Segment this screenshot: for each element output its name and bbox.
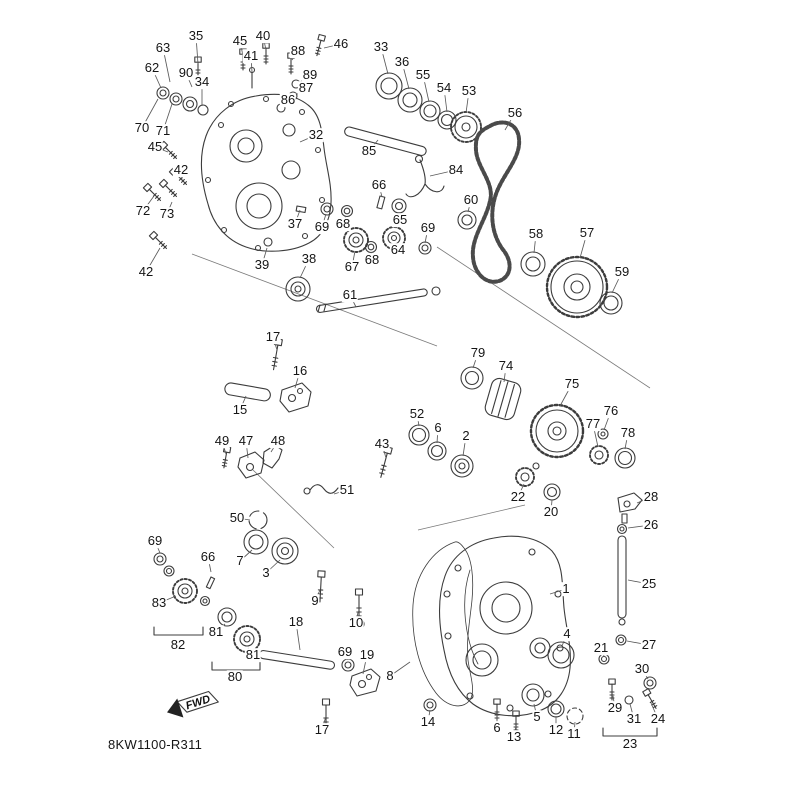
callout-frame-lines (191, 246, 651, 549)
mid-rings-group (376, 424, 474, 479)
bracket-bearing-group (220, 444, 339, 565)
bolt-29 (608, 678, 616, 701)
bolt-17a (269, 338, 283, 371)
bolt-13 (512, 710, 520, 733)
gasket-outline (412, 541, 474, 707)
cover-fasteners-left (142, 56, 209, 252)
bolt-9 (315, 570, 326, 603)
pump-gear-group (515, 462, 561, 501)
fwd-label: FWD (184, 693, 212, 712)
bolt-45a (158, 140, 180, 162)
bolt-73 (158, 178, 180, 200)
cam-chain (470, 120, 522, 284)
dowel-bracket-group (224, 338, 312, 413)
primary-gear-group (520, 251, 623, 319)
bolt-10 (354, 588, 364, 621)
bolt-42b (148, 230, 170, 252)
fwd-arrow: FWD (167, 690, 219, 718)
bolt-43 (376, 445, 393, 479)
leader-lines (141, 35, 659, 738)
lever-rod-group (598, 492, 643, 665)
balancer-gear-group (460, 366, 636, 469)
bolt-42a (168, 166, 190, 188)
bolt-88 (287, 52, 295, 75)
left-gear-train (153, 552, 365, 670)
bolt-46 (313, 33, 326, 57)
mid-gear-cluster (263, 198, 432, 302)
bottom-right-fasteners (608, 676, 660, 711)
crankcase-cover (201, 93, 332, 252)
cover-fasteners-top (239, 33, 326, 113)
shaft-61 (315, 286, 441, 313)
bolt-49 (220, 446, 232, 469)
bearing-row-top (375, 72, 482, 143)
bottom-parts-group (321, 641, 584, 733)
crankcase-main (439, 535, 571, 717)
bolt-40 (262, 42, 270, 65)
shift-shaft-group (344, 126, 477, 230)
group-brackets (153, 626, 658, 737)
drawing-number: 8KW1100-R311 (108, 737, 203, 752)
bolt-24 (642, 688, 660, 711)
bolt-45-top (239, 48, 247, 71)
bolt-72 (142, 182, 164, 204)
